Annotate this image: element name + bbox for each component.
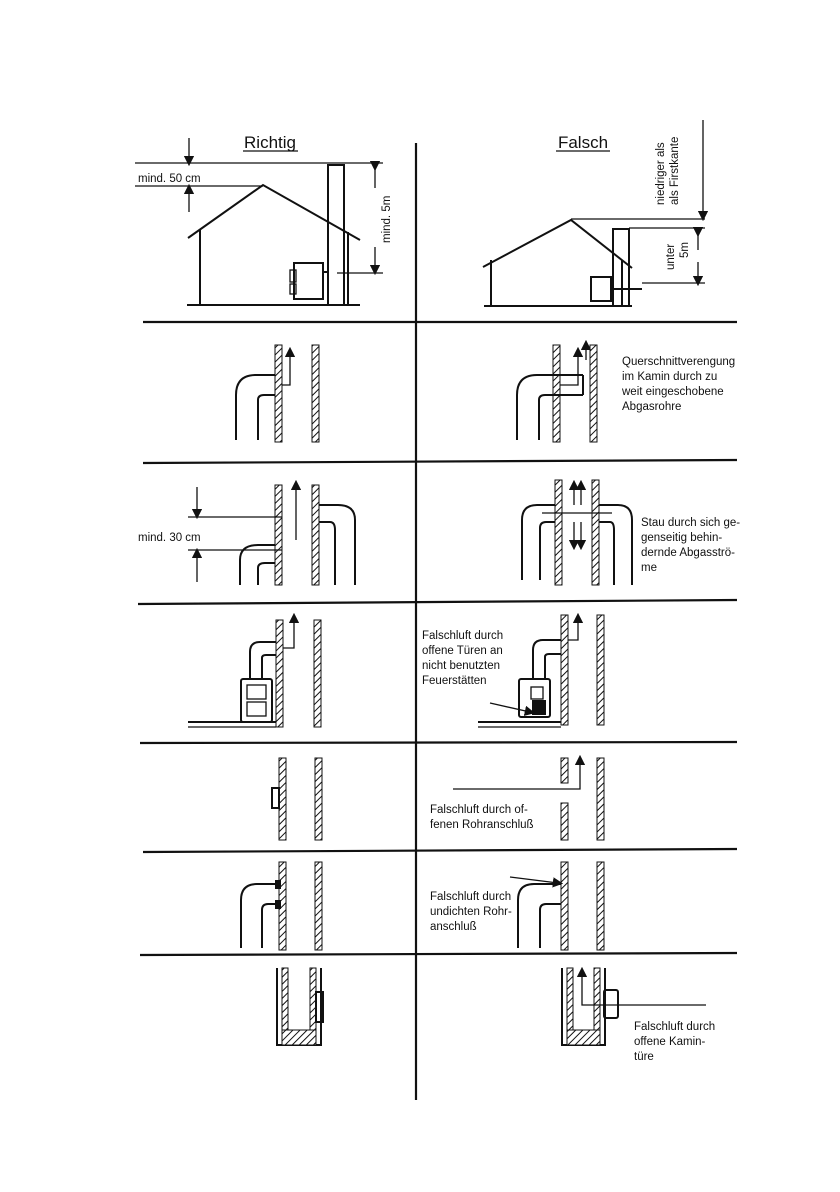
note-row4: Falschluft durch offene Türen an nicht b…: [422, 630, 503, 687]
open-door-wrong: [532, 700, 546, 715]
svg-text:Stau durch sich ge-: Stau durch sich ge-: [641, 517, 740, 529]
flue-wrong-row7: [561, 966, 706, 1046]
boiler-wrong: [590, 276, 612, 302]
svg-text:genseitig behin-: genseitig behin-: [641, 532, 722, 544]
closed-chimney-door: [315, 991, 324, 1023]
svg-text:Falschluft durch: Falschluft durch: [634, 1021, 715, 1033]
header-falsch: Falsch: [558, 133, 608, 152]
svg-text:Falschluft durch: Falschluft durch: [430, 891, 511, 903]
open-chimney-door: [603, 989, 619, 1019]
dims-wrong: [571, 120, 709, 287]
svg-text:anschluß: anschluß: [430, 921, 477, 933]
flue-correct-row7: [276, 967, 324, 1046]
boiler-correct: [293, 262, 324, 300]
header-richtig: Richtig: [244, 133, 296, 152]
flue-correct-row6: [240, 861, 323, 951]
house-wrong: [482, 218, 642, 307]
svg-text:Querschnittverengung: Querschnittverengung: [622, 356, 735, 368]
label-min-30cm: mind. 30 cm: [138, 532, 201, 544]
label-ridge-2: als Firstkante: [669, 137, 681, 205]
svg-text:Falschluft durch of-: Falschluft durch of-: [430, 804, 528, 816]
label-min-5m: mind. 5m: [381, 196, 393, 243]
svg-text:dernde Abgasströ-: dernde Abgasströ-: [641, 547, 735, 559]
svg-text:türe: türe: [634, 1051, 654, 1063]
note-row3: Stau durch sich ge- genseitig behin- der…: [641, 517, 740, 574]
closed-connector-cap: [271, 787, 280, 809]
flue-correct-row2: [235, 344, 320, 443]
svg-text:undichten Rohr-: undichten Rohr-: [430, 906, 512, 918]
svg-text:weit eingeschobene: weit eingeschobene: [621, 386, 724, 398]
svg-text:Abgasrohre: Abgasrohre: [622, 401, 681, 413]
svg-text:offene Türen an: offene Türen an: [422, 645, 503, 657]
chimney-correct: [327, 164, 345, 306]
note-row6: Falschluft durch undichten Rohr- anschlu…: [430, 891, 512, 933]
svg-text:fenen Rohranschluß: fenen Rohranschluß: [430, 819, 534, 831]
flue-correct-row3: [188, 479, 356, 586]
dims-correct: [135, 138, 383, 276]
house-correct: [187, 164, 361, 306]
row-separators: [137, 320, 738, 957]
svg-text:me: me: [641, 562, 657, 574]
svg-text:im Kamin durch zu: im Kamin durch zu: [622, 371, 717, 383]
svg-text:offene Kamin-: offene Kamin-: [634, 1036, 706, 1048]
note-row5: Falschluft durch of- fenen Rohranschluß: [430, 804, 534, 831]
label-under-1: unter: [665, 244, 677, 270]
flue-wrong-row2: [516, 339, 598, 443]
stove-wrong: [518, 678, 551, 718]
label-under-2: 5m: [679, 242, 691, 258]
svg-text:Falschluft durch: Falschluft durch: [422, 630, 503, 642]
label-ridge-1: niedriger als: [655, 142, 667, 205]
flue-wrong-row6: [509, 861, 605, 951]
flue-wrong-row5: [453, 754, 605, 841]
note-row2: Querschnittverengung im Kamin durch zu w…: [621, 356, 735, 413]
svg-text:nicht benutzten: nicht benutzten: [422, 660, 500, 672]
flue-wrong-row3: [521, 479, 633, 586]
svg-text:Feuerstätten: Feuerstätten: [422, 675, 487, 687]
note-row7: Falschluft durch offene Kamin- türe: [634, 1021, 715, 1063]
flue-wrong-row4: [478, 612, 605, 728]
label-min-50cm: mind. 50 cm: [138, 173, 201, 185]
flue-correct-row5: [271, 757, 323, 841]
flue-correct-row4: [188, 612, 322, 728]
chimney-wrong: [612, 228, 630, 307]
